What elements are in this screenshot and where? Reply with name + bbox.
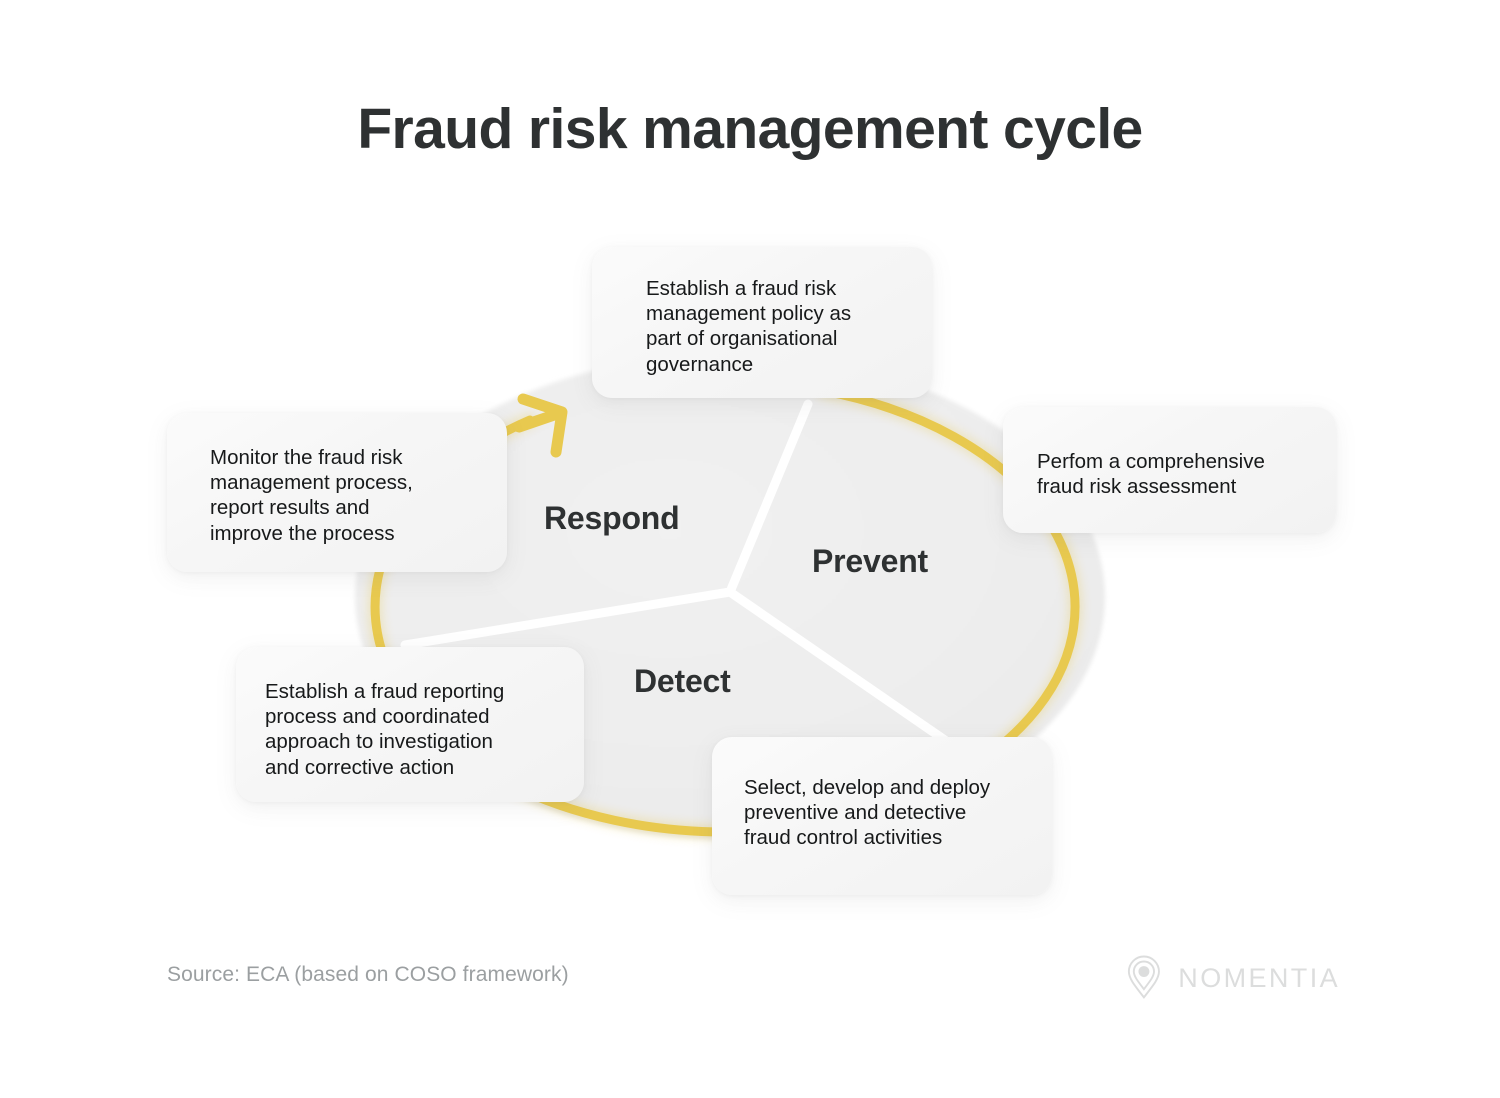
callout-line: and corrective action [265,755,455,779]
callout-line: fraud control activities [744,826,943,850]
cycle-direction-arrow-icon [513,393,568,458]
callout-line: part of organisational [646,327,838,351]
callout-card-control-activities: Select, develop and deploy preventive an… [712,737,1052,895]
callout-line: Monitor the fraud risk [210,446,403,469]
callout-line: report results and [210,496,370,520]
page-title: Fraud risk management cycle [357,97,1143,161]
divider-detect-respond [400,587,735,650]
callout-line: process and coordinated [265,705,490,729]
brand-wordmark: NOMENTIA [1178,962,1340,993]
callout-line: governance [646,352,754,376]
callout-line: improve the process [210,521,395,545]
segment-label-respond: Respond [544,500,680,536]
location-pin-rings-icon [1127,955,1160,999]
callout-card-monitor-process: Monitor the fraud risk management proces… [167,413,507,572]
callout-line: management process, [210,471,413,495]
segment-label-prevent: Prevent [812,543,928,579]
callout-line: management policy as [646,302,852,326]
source-note: Source: ECA (based on COSO framework) [167,963,569,986]
brand-logo: NOMENTIA [1124,946,1340,1008]
segment-dividers [400,399,957,750]
callout-card-reporting-process: Establish a fraud reporting process and … [236,647,584,802]
callout-line: preventive and detective [744,801,967,825]
callout-line: Perfom a comprehensive [1037,450,1265,473]
callout-line: approach to investigation [265,730,493,754]
callout-card-risk-assessment: Perfom a comprehensive fraud risk assess… [1003,407,1336,533]
callout-line: Establish a fraud reporting [265,680,505,703]
divider-prevent-respond [725,399,813,597]
segment-label-detect: Detect [634,663,731,699]
callout-line: Establish a fraud risk [646,277,837,300]
divider-prevent-detect [725,587,957,750]
callout-line: fraud risk assessment [1037,475,1237,499]
callout-line: Select, develop and deploy [744,776,991,799]
callout-card-establish-policy: Establish a fraud risk management policy… [592,247,932,398]
